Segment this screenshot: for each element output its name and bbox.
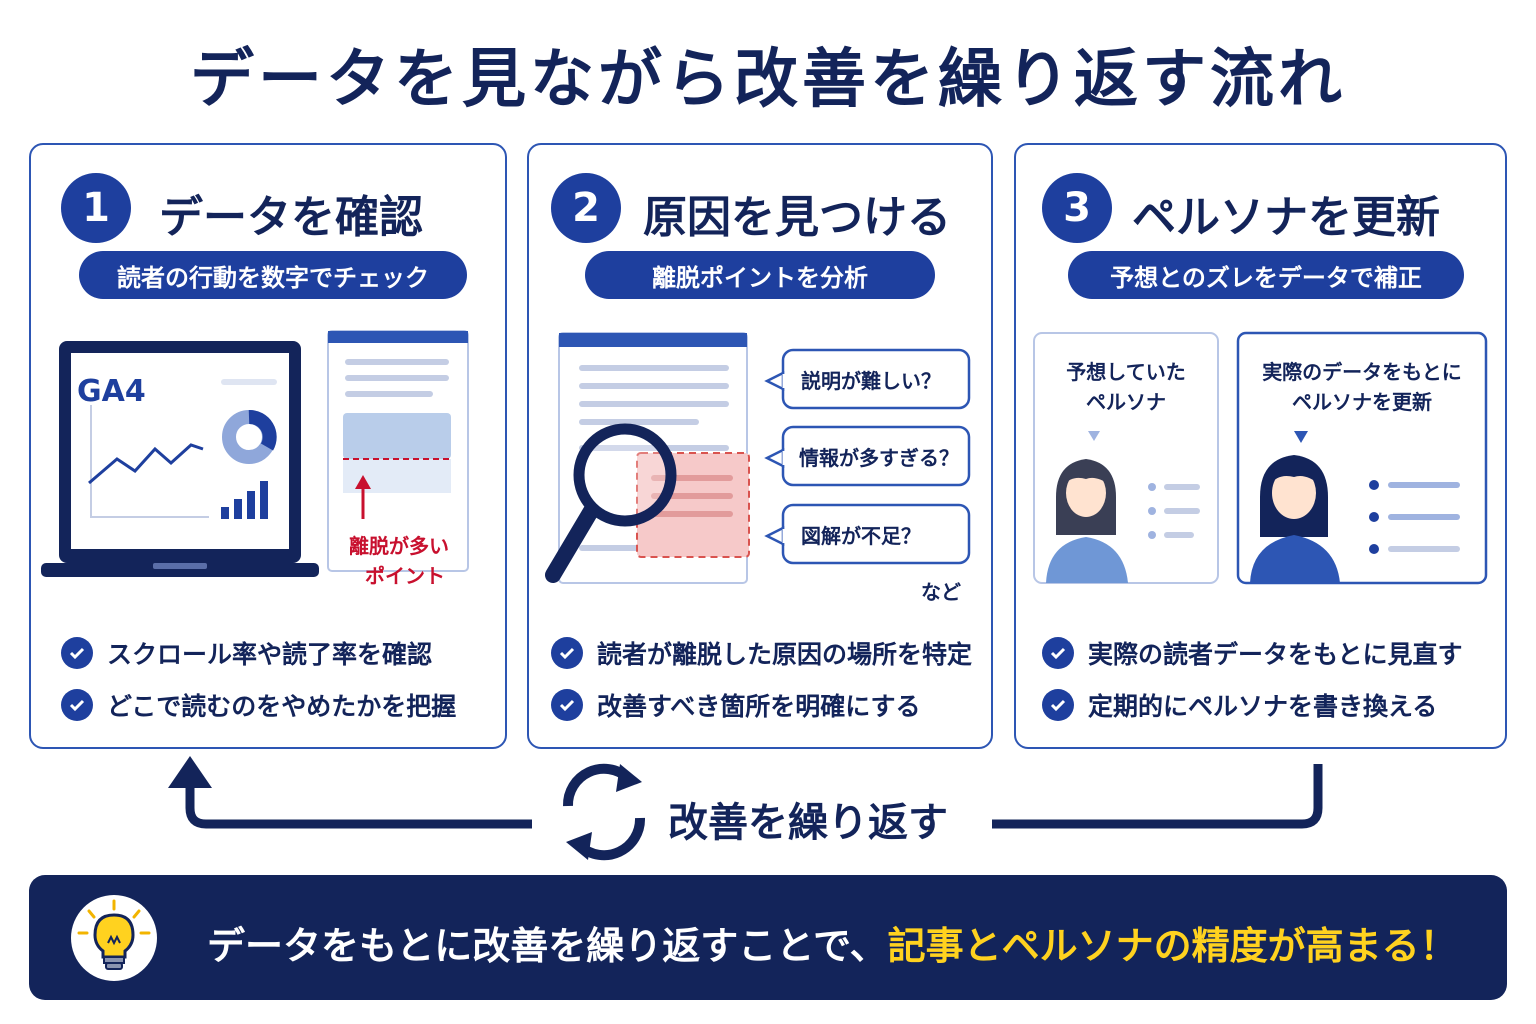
check-text: どこで読むのをやめたかを把握 — [107, 692, 457, 721]
step-2-number-badge: 2 — [551, 173, 621, 243]
step-1-panel: 1 データを確認 読者の行動を数字でチェック GA4 — [29, 143, 507, 749]
bubble-text: 図解が不足？ — [801, 524, 921, 548]
persona-after-card: 実際のデータをもとに ペルソナを更新 — [1236, 331, 1488, 585]
person-icon — [1250, 455, 1340, 583]
person-icon — [1046, 459, 1128, 583]
magnifier-icon — [545, 423, 677, 583]
check-item: どこで読むのをやめたかを把握 — [61, 679, 456, 731]
persona-before-card: 予想していた ペルソナ — [1033, 332, 1219, 584]
step-2-checklist: 読者が離脱した原因の場所を特定 改善すべき箇所を明確にする — [551, 627, 972, 731]
lightbulb-icon-badge — [71, 895, 157, 981]
step-3-illustration: 予想していた ペルソナ 実際のデータをもとに ペルソナを更新 — [1033, 331, 1488, 585]
lightbulb-icon — [77, 899, 151, 970]
summary-text: データをもとに改善を繰り返すことで、記事とペルソナの精度が高まる！ — [207, 915, 1458, 970]
speech-bubble: 情報が多すぎる？ — [764, 425, 971, 487]
check-icon — [551, 689, 583, 721]
check-item: 定期的にペルソナを書き換える — [1042, 679, 1463, 731]
step-1-number-badge: 1 — [61, 173, 131, 243]
loop-label: 改善を繰り返す — [668, 800, 948, 846]
step-2-subtitle-pill: 離脱ポイントを分析 — [585, 251, 935, 299]
step-1-subtitle-pill: 読者の行動を数字でチェック — [79, 251, 467, 299]
step-3-title: ペルソナを更新 — [1132, 192, 1440, 243]
step-3-number-badge: 3 — [1042, 173, 1112, 243]
step-2-illustration: 説明が難しい？ 情報が多すぎる？ 図解が不足？ など — [545, 332, 971, 604]
check-item: スクロール率や読了率を確認 — [61, 627, 456, 679]
check-icon — [1042, 689, 1074, 721]
summary-text-highlight: 記事とペルソナの精度が高まる！ — [887, 924, 1458, 968]
summary-text-plain: データをもとに改善を繰り返すことで、 — [207, 924, 888, 968]
persona-before-line1: 予想していた — [1066, 360, 1185, 384]
step-3-subtitle-pill: 予想とのズレをデータで補正 — [1068, 251, 1464, 299]
step-3-panel: 3 ペルソナを更新 予想とのズレをデータで補正 予想していた ペルソナ 実際のデ… — [1014, 143, 1507, 749]
speech-bubble: 図解が不足？ — [764, 503, 971, 565]
arrow-up-icon — [355, 475, 371, 519]
persona-after-line1: 実際のデータをもとに — [1262, 360, 1462, 384]
check-text: 読者が離脱した原因の場所を特定 — [597, 640, 973, 669]
check-icon — [551, 637, 583, 669]
exit-note-line2: ポイント — [365, 564, 445, 588]
laptop-ga4-label: GA4 — [77, 374, 146, 409]
persona-after-line2: ペルソナを更新 — [1292, 390, 1432, 414]
step-1-illustration: GA4 離脱が多い — [41, 330, 469, 588]
speech-bubble: 説明が難しい？ — [764, 348, 971, 410]
check-icon — [61, 637, 93, 669]
step-1-title: データを確認 — [159, 192, 423, 243]
summary-banner: データをもとに改善を繰り返すことで、記事とペルソナの精度が高まる！ — [29, 875, 1507, 1000]
laptop-icon: GA4 — [41, 341, 319, 577]
etc-label: など — [921, 580, 961, 604]
check-text: 改善すべき箇所を明確にする — [597, 692, 921, 721]
bubble-text: 情報が多すぎる？ — [799, 446, 959, 470]
step-1-checklist: スクロール率や読了率を確認 どこで読むのをやめたかを把握 — [61, 627, 456, 731]
check-text: スクロール率や読了率を確認 — [107, 640, 433, 669]
step-2-panel: 2 原因を見つける 離脱ポイントを分析 説明が難しい？ — [527, 143, 993, 749]
step-3-checklist: 実際の読者データをもとに見直す 定期的にペルソナを書き換える — [1042, 627, 1463, 731]
exit-note-line1: 離脱が多い — [349, 534, 449, 558]
bubble-text: 説明が難しい？ — [801, 369, 941, 393]
step-2-title: 原因を見つける — [643, 192, 951, 243]
check-item: 改善すべき箇所を明確にする — [551, 679, 972, 731]
persona-before-line2: ペルソナ — [1086, 390, 1166, 414]
check-icon — [61, 689, 93, 721]
return-arrow-icon — [168, 756, 1323, 829]
page-title: データを見ながら改善を繰り返す流れ — [190, 43, 1346, 117]
check-icon — [1042, 637, 1074, 669]
check-text: 実際の読者データをもとに見直す — [1088, 640, 1463, 669]
check-item: 読者が離脱した原因の場所を特定 — [551, 627, 972, 679]
check-item: 実際の読者データをもとに見直す — [1042, 627, 1463, 679]
check-text: 定期的にペルソナを書き換える — [1088, 692, 1438, 721]
cycle-icon — [562, 763, 646, 861]
